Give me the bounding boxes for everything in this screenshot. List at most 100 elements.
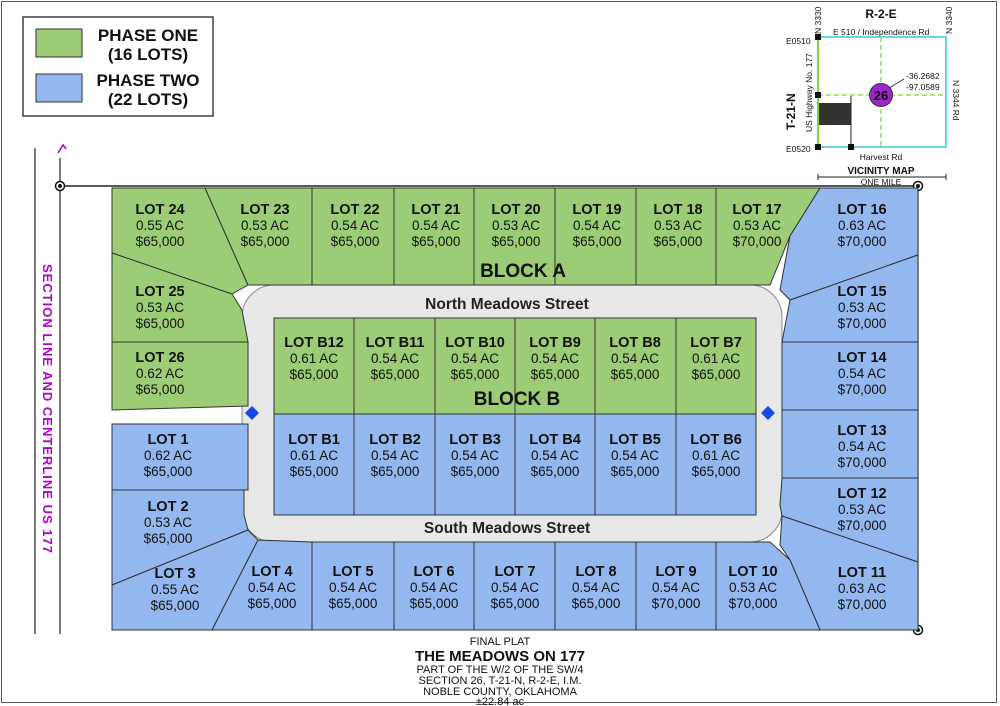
lot-price-l18: $65,000: [654, 234, 703, 249]
lot-parcel-b12[interactable]: [273, 317, 355, 415]
lot-name-b10: LOT B10: [445, 335, 505, 351]
lot-name-l3: LOT 3: [154, 566, 195, 582]
legend-swatch-phase-two: [35, 73, 83, 103]
lot-name-b3: LOT B3: [449, 432, 501, 448]
lot-acres-l2: 0.53 AC: [144, 515, 192, 530]
lot-acres-b10: 0.54 AC: [451, 351, 499, 366]
lot-acres-b1: 0.61 AC: [290, 448, 338, 463]
section-line-label: SECTION LINE AND CENTERLINE US 177: [40, 264, 55, 554]
lot-acres-l14: 0.54 AC: [838, 366, 886, 381]
vicinity-caption: VICINITY MAP: [847, 166, 914, 177]
lot-name-l11: LOT 11: [838, 565, 886, 581]
legend-phase-two-count: (22 LOTS): [108, 90, 188, 109]
vicinity-leader: [888, 78, 905, 89]
lot-name-b11: LOT B11: [366, 335, 425, 351]
lot-acres-l3: 0.55 AC: [151, 582, 199, 597]
lot-price-b12: $65,000: [290, 367, 339, 382]
lot-price-l23: $65,000: [241, 234, 290, 249]
legend-phase-one-count: (16 LOTS): [108, 45, 188, 64]
vicinity-road-top: E 510 / Independence Rd: [833, 27, 930, 37]
lot-acres-b2: 0.54 AC: [371, 448, 419, 463]
lot-name-l9: LOT 9: [655, 564, 696, 580]
lot-parcel-l17[interactable]: [715, 187, 821, 286]
lot-acres-l5: 0.54 AC: [329, 580, 377, 595]
lot-name-b7: LOT B7: [690, 335, 742, 351]
lot-price-l1: $65,000: [144, 464, 193, 479]
east-entrance-marker-icon: [761, 406, 775, 420]
vicinity-range: R-2-E: [865, 7, 896, 21]
lot-price-b8: $65,000: [611, 367, 660, 382]
lot-price-l12: $70,000: [838, 518, 887, 533]
south-meadows-street-label: South Meadows Street: [424, 520, 590, 537]
lot-acres-l11: 0.63 AC: [838, 581, 886, 596]
lot-name-l25: LOT 25: [135, 284, 184, 300]
lot-name-l21: LOT 21: [411, 202, 460, 218]
lot-price-b6: $65,000: [692, 464, 741, 479]
vicinity-e-bottom: E0520: [786, 144, 811, 154]
lot-name-b1: LOT B1: [288, 432, 340, 448]
lot-price-l26: $65,000: [136, 382, 185, 397]
lot-name-l13: LOT 13: [837, 423, 886, 439]
lot-price-l22: $65,000: [331, 234, 380, 249]
lot-name-b2: LOT B2: [369, 432, 421, 448]
lot-price-b7: $65,000: [692, 367, 741, 382]
lot-parcel-l26[interactable]: [111, 341, 249, 411]
vicinity-e-top: E0510: [786, 36, 811, 46]
lot-parcel-l24[interactable]: [111, 187, 249, 295]
lot-name-l7: LOT 7: [494, 564, 535, 580]
plat-type: FINAL PLAT: [470, 636, 531, 648]
vicinity-road-left: US Highway No. 177: [804, 53, 814, 132]
lot-name-b12: LOT B12: [284, 335, 344, 351]
lot-parcel-b7[interactable]: [675, 317, 757, 415]
lot-acres-l7: 0.54 AC: [491, 580, 539, 595]
lot-acres-l16: 0.63 AC: [838, 218, 886, 233]
vicinity-section-number: 26: [874, 88, 888, 103]
vicinity-corner: [815, 34, 821, 40]
vicinity-road-bottom: Harvest Rd: [860, 152, 903, 162]
plat-legal-2: SECTION 26, T-21-N, R-2-E, I.M.: [419, 675, 582, 687]
title-block: FINAL PLAT THE MEADOWS ON 177 PART OF TH…: [415, 636, 585, 706]
lot-price-l4: $65,000: [248, 596, 297, 611]
lot-price-l8: $65,000: [572, 596, 621, 611]
lot-acres-l4: 0.54 AC: [248, 580, 296, 595]
lot-acres-l8: 0.54 AC: [572, 580, 620, 595]
lot-price-l6: $65,000: [410, 596, 459, 611]
lot-price-l21: $65,000: [412, 234, 461, 249]
lot-acres-l12: 0.53 AC: [838, 502, 886, 517]
lot-acres-l15: 0.53 AC: [838, 300, 886, 315]
lot-parcel-b11[interactable]: [353, 317, 436, 415]
lot-acres-l25: 0.53 AC: [136, 300, 184, 315]
lot-price-l17: $70,000: [733, 234, 782, 249]
vicinity-township: T-21-N: [784, 93, 798, 130]
lot-parcel-l2[interactable]: [111, 489, 249, 586]
vicinity-lon: -97.0589: [906, 82, 940, 92]
lot-acres-b12: 0.61 AC: [290, 351, 338, 366]
lot-acres-l10: 0.53 AC: [729, 580, 777, 595]
lot-name-l1: LOT 1: [147, 432, 188, 448]
lot-price-b10: $65,000: [451, 367, 500, 382]
lot-name-l15: LOT 15: [837, 284, 886, 300]
lot-price-l9: $70,000: [652, 596, 701, 611]
lot-price-l16: $70,000: [838, 234, 887, 249]
west-entrance-marker-icon: [245, 406, 259, 420]
lot-name-l17: LOT 17: [732, 202, 781, 218]
lot-name-l23: LOT 23: [240, 202, 289, 218]
vicinity-map: R-2-E E 510 / Independence Rd N 3330 N 3…: [784, 6, 961, 187]
vicinity-site-marker: [819, 103, 851, 125]
lot-name-b5: LOT B5: [609, 432, 661, 448]
lot-acres-l24: 0.55 AC: [136, 218, 184, 233]
lot-acres-b7: 0.61 AC: [692, 351, 740, 366]
lot-parcel-b8[interactable]: [594, 317, 677, 415]
lot-parcel-l1[interactable]: [111, 423, 249, 491]
lot-name-l16: LOT 16: [837, 202, 886, 218]
lot-parcel-l25[interactable]: [111, 252, 249, 343]
lot-parcel-l10[interactable]: [715, 541, 821, 631]
lot-price-l14: $70,000: [838, 382, 887, 397]
lot-parcel-b6[interactable]: [675, 413, 757, 516]
lot-price-b3: $65,000: [451, 464, 500, 479]
lot-acres-l23: 0.53 AC: [241, 218, 289, 233]
lot-price-b11: $65,000: [371, 367, 420, 382]
vicinity-corner: [815, 144, 821, 150]
